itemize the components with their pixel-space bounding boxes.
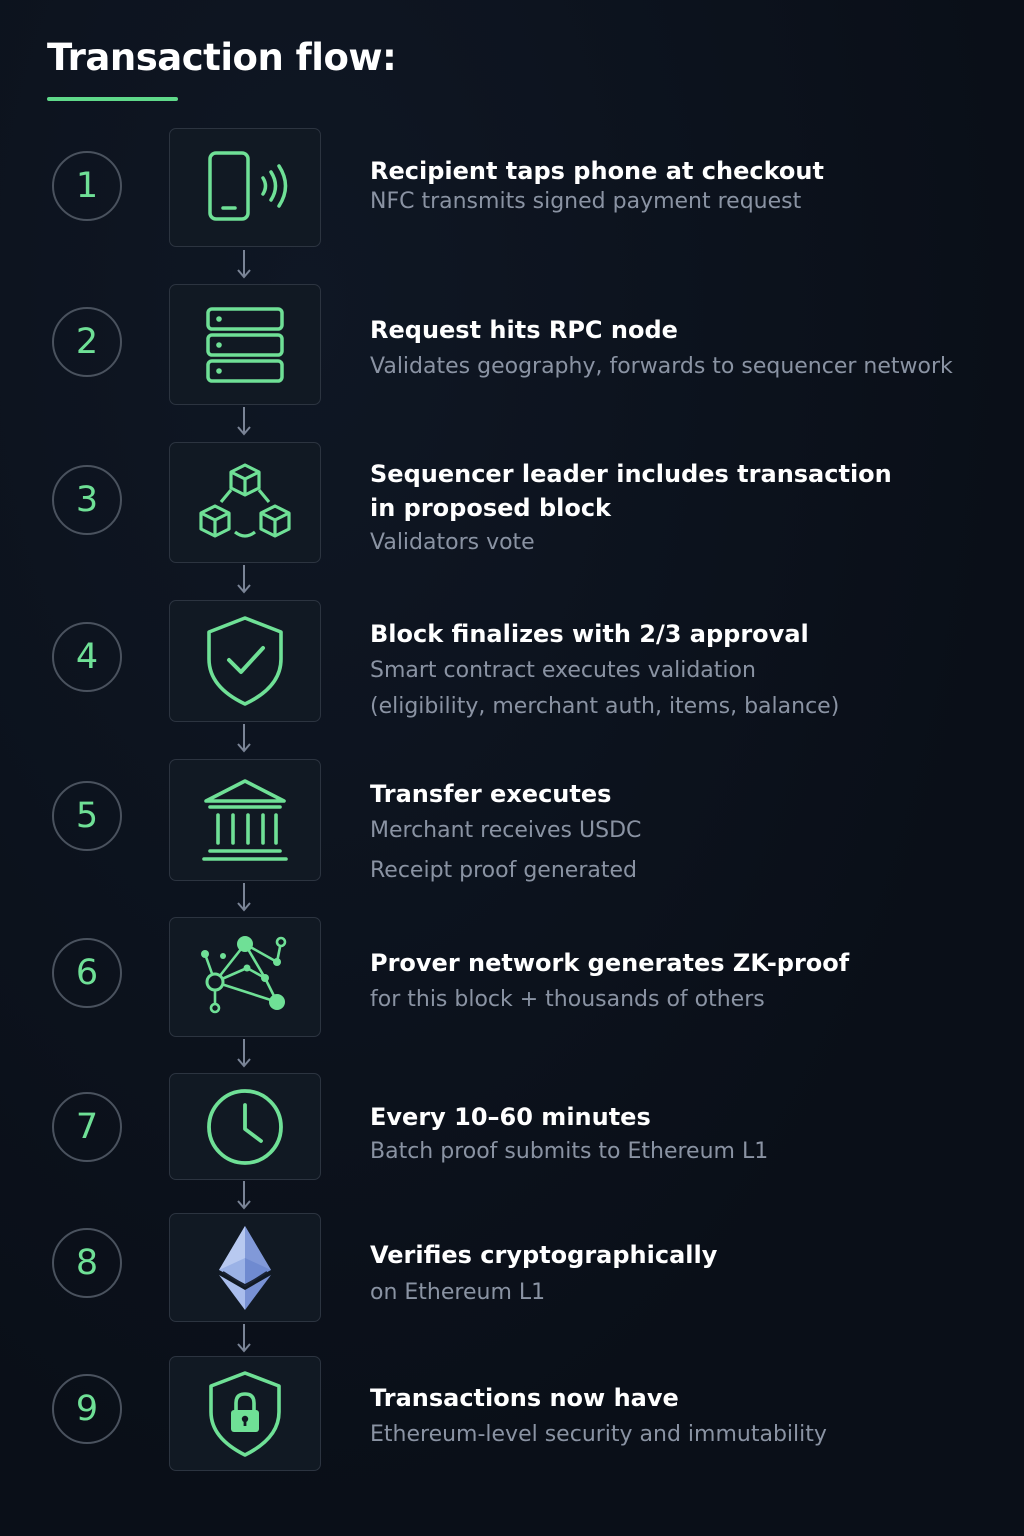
step-icon-box <box>169 284 321 405</box>
step-description: on Ethereum L1 <box>370 1280 546 1305</box>
step-text: Every 10–60 minutes Batch proof submits … <box>370 1100 970 1170</box>
step-title: Sequencer leader includes transaction <box>370 460 892 488</box>
step-text: Block finalizes with 2/3 approval Smart … <box>370 617 970 725</box>
step-description: Validators vote <box>370 530 535 555</box>
arrow-down-icon <box>237 565 251 594</box>
step-title: Transactions now have <box>370 1384 679 1412</box>
arrow-down-icon <box>237 883 251 912</box>
step-text: Request hits RPC node Validates geograph… <box>370 313 970 385</box>
page-title: Transaction flow: <box>47 36 397 79</box>
step-description: Validates geography, forwards to sequenc… <box>370 354 953 379</box>
arrow-down-icon <box>237 1181 251 1210</box>
shield-lock-icon <box>209 1370 281 1457</box>
step-title: Block finalizes with 2/3 approval <box>370 620 809 648</box>
step-text: Verifies cryptographically on Ethereum L… <box>370 1238 970 1311</box>
step-number-badge: 6 <box>52 938 122 1008</box>
step-title-line2: in proposed block <box>370 494 612 522</box>
nfc-phone-icon <box>208 150 288 221</box>
step-icon-box <box>169 128 321 247</box>
step-number-badge: 2 <box>52 307 122 377</box>
step-description: (eligibility, merchant auth, items, bala… <box>370 694 840 719</box>
arrow-down-icon <box>237 250 251 279</box>
arrow-down-icon <box>237 1324 251 1353</box>
step-text: Prover network generates ZK-proof for th… <box>370 946 970 1018</box>
step-description: Ethereum-level security and immutability <box>370 1422 827 1447</box>
step-icon-box <box>169 1213 321 1322</box>
step-title: Request hits RPC node <box>370 316 678 344</box>
title-underline <box>47 97 178 101</box>
step-text: Transactions now have Ethereum-level sec… <box>370 1381 970 1453</box>
step-icon-box <box>169 1073 321 1180</box>
server-icon <box>206 306 284 383</box>
step-title: Verifies cryptographically <box>370 1241 718 1269</box>
step-description: Batch proof submits to Ethereum L1 <box>370 1139 769 1164</box>
cubes-network-icon <box>199 462 291 538</box>
arrow-down-icon <box>237 724 251 753</box>
step-title: Transfer executes <box>370 780 612 808</box>
clock-icon <box>207 1088 283 1165</box>
step-number-badge: 5 <box>52 781 122 851</box>
shield-check-icon <box>207 616 283 706</box>
step-number-badge: 4 <box>52 622 122 692</box>
step-text: Transfer executes Merchant receives USDC… <box>370 777 970 889</box>
step-text: Recipient taps phone at checkout NFC tra… <box>370 154 970 220</box>
step-description: for this block + thousands of others <box>370 987 765 1012</box>
step-number-badge: 8 <box>52 1228 122 1298</box>
arrow-down-icon <box>237 407 251 436</box>
step-title: Every 10–60 minutes <box>370 1103 651 1131</box>
step-icon-box <box>169 600 321 722</box>
step-icon-box <box>169 759 321 881</box>
step-title: Prover network generates ZK-proof <box>370 949 850 977</box>
step-number-badge: 9 <box>52 1374 122 1444</box>
ethereum-icon <box>219 1225 271 1310</box>
step-number-badge: 1 <box>52 151 122 221</box>
step-description: Receipt proof generated <box>370 858 637 883</box>
step-number-badge: 3 <box>52 465 122 535</box>
step-icon-box <box>169 917 321 1037</box>
step-title: Recipient taps phone at checkout <box>370 157 824 185</box>
network-graph-icon <box>201 936 287 1014</box>
step-description: Smart contract executes validation <box>370 658 756 683</box>
step-number-badge: 7 <box>52 1092 122 1162</box>
bank-icon <box>202 779 288 861</box>
step-description: NFC transmits signed payment request <box>370 189 802 214</box>
step-description: Merchant receives USDC <box>370 818 642 843</box>
step-text: Sequencer leader includes transaction in… <box>370 457 970 561</box>
step-icon-box <box>169 442 321 563</box>
step-icon-box <box>169 1356 321 1471</box>
arrow-down-icon <box>237 1039 251 1068</box>
